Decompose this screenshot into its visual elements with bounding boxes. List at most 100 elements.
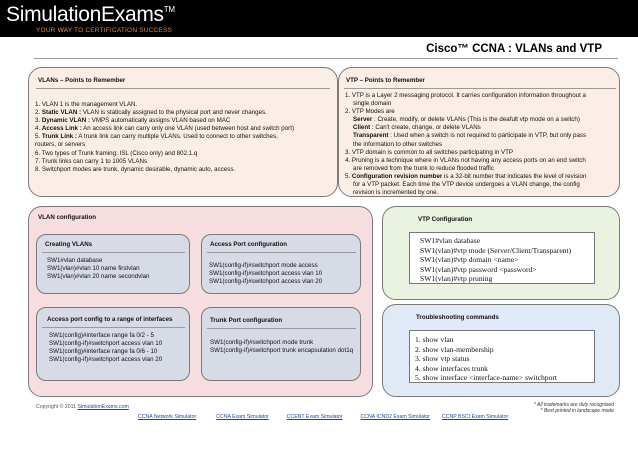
code-line: SW1(vlan)#vlan 20 name secondvlan [47, 272, 150, 280]
item-text: : Can't create, change, or delete VLANs [370, 124, 481, 132]
list-item: Client : Can't create, change, or delete… [345, 124, 621, 132]
list-item: for a VTP packet. Each time the VTP devi… [345, 181, 621, 189]
item-text: single domain [353, 100, 392, 108]
vtp-config-lines: SW1#vlan database SW1(vlan)#vtp mode (Se… [420, 236, 571, 284]
code-line: SW1(config)#interface range fa 0/2 - 5 [49, 332, 154, 339]
list-item: 2. VTP Modes are [345, 108, 621, 116]
list-item: 3. VTP domain is common to all switches … [345, 149, 621, 157]
range-config-card: Access port config to a range of interfa… [36, 307, 190, 381]
link-ccna-exam-simulator[interactable]: CCNA Exam Simulator [216, 414, 269, 420]
item-text: the information to other switches [353, 140, 443, 148]
list-item: 7. Trunk links can carry 1 to 1005 VLANs [35, 158, 335, 166]
creating-vlans-heading: Creating VLANs [45, 241, 93, 248]
list-item: the information to other switches [345, 141, 621, 149]
range-config-divider [42, 327, 185, 328]
troubleshooting-panel: Troubleshooting commands 1. show vlan 2.… [382, 304, 620, 397]
command-line: SW1#vlan database [420, 236, 481, 245]
footer-notes: * All trademarks are duly recognised * B… [534, 402, 614, 414]
link-ccna-icnd2-exam-simulator[interactable]: CCNA ICND2 Exam Simulator [360, 414, 431, 420]
item-text: 4. [35, 125, 42, 133]
troubleshooting-heading: Troubleshooting commands [416, 314, 499, 321]
trunk-port-divider [207, 328, 356, 329]
code-line: SW1(vlan)#vlan 10 name firstvlan [47, 264, 140, 272]
vtp-points-heading: VTP – Points to Remember [346, 77, 425, 84]
command-line: 2. show vlan-membership [415, 344, 494, 354]
command-line: SW1(vlan)#vtp domain <name> [420, 255, 519, 265]
creating-vlans-divider [42, 252, 185, 253]
item-text: 1. VTP is a Layer 2 messaging protocol. … [345, 92, 586, 99]
link-ccna-network-simulator[interactable]: CCNA Network Simulator [138, 414, 197, 420]
command-line: 4. show interfaces trunk [415, 363, 488, 373]
troubleshooting-commands: 1. show vlan 2. show vlan-membership 3. … [409, 330, 595, 383]
item-number: 5. [345, 172, 352, 180]
code-line: SW1(config-if)#switchport trunk encapsul… [210, 346, 354, 354]
item-text: 5. [35, 133, 42, 141]
list-item: Transparent : Used when a switch is not … [345, 132, 621, 140]
vlans-points-heading: VLANs – Points to Remember [38, 77, 126, 84]
command-line: SW1(vlan)#vtp pruning [420, 274, 493, 284]
trademark-note: * All trademarks are duly recognised [533, 402, 614, 408]
item-term: Trunk Link : [41, 133, 77, 141]
link-ccent-exam-simulator[interactable]: CCENT Exam Simulator [286, 414, 343, 420]
copyright-link[interactable]: SimulationExams.com [77, 404, 129, 410]
item-text: 3. VTP domain is common to all switches … [345, 148, 514, 156]
code-line: SW1(config-if)#switchport access vlan 20 [209, 277, 323, 285]
list-item: 4. Access Link : An access link can carr… [35, 125, 335, 133]
code-line: SW1(config-if)#switchport access vlan 10 [209, 269, 323, 277]
code-line: SW1(config-if)#switchport mode access [209, 262, 318, 269]
item-text: : Create, modify, or delete VLANs (This … [372, 116, 580, 124]
command-line: 3. show vtp status [415, 354, 470, 364]
trunk-port-code: SW1(config-if)#switchport mode trunk SW1… [210, 339, 353, 355]
link-ccnp-bsci-exam-simulator[interactable]: CCNP BSCI Exam Simulator [442, 414, 509, 420]
command-line: SW1(vlan)#vtp password <password> [420, 264, 537, 274]
item-text: is a 32-bit number that indicates the le… [442, 172, 587, 180]
brand-tm: TM [163, 5, 175, 14]
item-text: 2. VTP Modes are [345, 108, 395, 116]
item-text: 2. [35, 109, 42, 117]
range-config-code: SW1(config)#interface range fa 0/2 - 5 S… [49, 332, 162, 364]
brand-name: SimulationExams [6, 3, 164, 26]
item-term: Static VLAN : [41, 109, 82, 117]
brand-logo: SimulationExamsTM [6, 3, 175, 27]
item-term: Server [353, 116, 373, 124]
command-line: SW1(vlan)#vtp mode (Server/Client/Transp… [420, 245, 572, 255]
list-item: 6. Two types of Trunk framing: ISL (Cisc… [35, 150, 335, 158]
document-title: Cisco™ CCNA : VLANs and VTP [426, 43, 602, 55]
access-port-card: Access Port configuration SW1(config-if)… [201, 234, 361, 294]
access-port-divider [207, 252, 356, 253]
copyright-text: Copyright © 2011 [36, 404, 78, 410]
tagline-prefix: YOUR [36, 27, 58, 34]
vtp-config-panel: VTP Configuration SW1#vlan database SW1(… [382, 206, 620, 300]
item-text: 4. Pruning is a technique where in VLANs… [345, 156, 586, 164]
command-line: 1. show vlan [415, 335, 454, 344]
trunk-port-card: Trunk Port configuration SW1(config-if)#… [201, 307, 361, 381]
code-line: SW1(config-if)#switchport access vlan 20 [49, 355, 163, 363]
item-term: Dynamic VLAN : [41, 117, 91, 125]
code-line: SW1#vlan database [47, 257, 103, 264]
code-line: SW1(config)#interface range fa 0/6 - 10 [49, 347, 158, 355]
item-text: 1. VLAN 1 is the management VLAN. [35, 101, 138, 108]
print-note: * Best printed in landscape mode [540, 408, 614, 415]
list-item: 3. Dynamic VLAN : VMPS automatically ass… [35, 117, 335, 125]
list-item: Server : Create, modify, or delete VLANs… [345, 116, 621, 124]
troubleshooting-lines: 1. show vlan 2. show vlan-membership 3. … [415, 335, 557, 383]
item-text: VMPS automatically assigns VLAN based on… [90, 117, 231, 125]
item-text: 6. Two types of Trunk framing: ISL (Cisc… [35, 149, 198, 157]
code-line: SW1(config-if)#switchport access vlan 10 [49, 339, 163, 347]
list-item: 4. Pruning is a technique where in VLANs… [345, 157, 621, 165]
access-port-heading: Access Port configuration [210, 241, 288, 248]
footer-links: CCNA Network Simulator CCNA Exam Simulat… [138, 414, 508, 420]
item-term: Configuration revision number [351, 172, 443, 180]
item-text: for a VTP packet. Each time the VTP devi… [353, 181, 580, 189]
list-item: 5. Configuration revision number is a 32… [345, 173, 621, 181]
vlan-config-heading: VLAN configuration [38, 214, 97, 221]
tagline-highlight: WAY [57, 27, 73, 34]
vlans-points-divider [36, 88, 330, 89]
item-text: are removed from the trunk to reduce flo… [353, 164, 494, 172]
list-item: 1. VTP is a Layer 2 messaging protocol. … [345, 92, 621, 100]
list-item: 5. Trunk Link : A trunk link can carry m… [35, 133, 335, 141]
vlans-points-panel: VLANs – Points to Remember 1. VLAN 1 is … [28, 67, 338, 197]
item-term: Transparent [353, 132, 389, 140]
tagline-suffix: TO CERTIFICATION SUCCESS [72, 27, 173, 34]
item-text: VLAN is statically assigned to the physi… [81, 109, 267, 117]
